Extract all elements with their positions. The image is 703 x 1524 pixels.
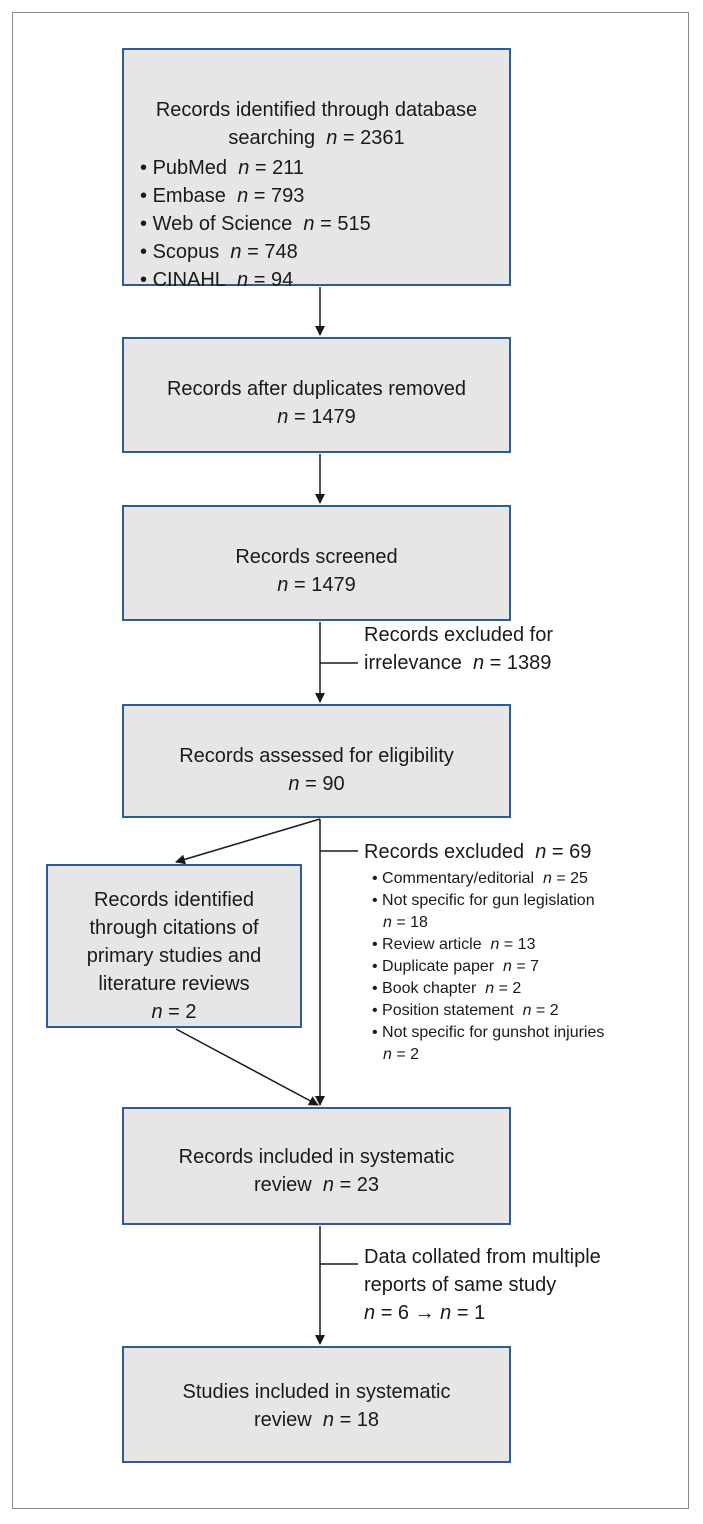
note-data-collated: Data collated from multiple reports of s…	[364, 1243, 601, 1327]
box-records-screened: Records screened n = 1479	[122, 505, 511, 621]
box4-line1: Records assessed for eligibility	[179, 745, 454, 767]
box5-line1: Records identified	[93, 889, 255, 911]
box7-line2: review n = 18	[253, 1409, 380, 1431]
database-item: PubMed n = 211	[140, 154, 371, 182]
box-included-review: Records included in systematic review n …	[122, 1107, 511, 1225]
exclusion-reason: Duplicate paper n = 7	[372, 956, 604, 978]
box2-count: n = 1479	[277, 406, 356, 428]
box-studies-included: Studies included in systematic review n …	[122, 1346, 511, 1463]
box5-line2: through citations of	[89, 917, 259, 939]
box3-line1: Records screened	[235, 546, 398, 568]
note3-count: n = 6 → n = 1	[364, 1302, 486, 1324]
box-assessed-eligibility: Records assessed for eligibility n = 90	[122, 704, 511, 818]
box-records-identified: Records identified through database sear…	[122, 48, 511, 291]
note-excluded-irrelevance: Records excluded for irrelevance n = 138…	[364, 621, 553, 677]
note-records-excluded: Records excluded n = 69 Commentary/edito…	[364, 838, 604, 1066]
database-list: PubMed n = 211 Embase n = 793 Web of Sci…	[140, 154, 371, 294]
box7-line1: Studies included in systematic	[182, 1381, 451, 1403]
exclusion-reason: Position statement n = 2	[372, 1000, 604, 1022]
box6-line2: review n = 23	[253, 1174, 380, 1196]
arrow-box5-to-box6	[175, 1028, 319, 1106]
note1-line1: Records excluded for	[364, 624, 553, 646]
box5-count: n = 2	[151, 1001, 197, 1023]
database-item: Web of Science n = 515	[140, 210, 371, 238]
note1-line2: irrelevance n = 1389	[364, 652, 552, 674]
box2-line1: Records after duplicates removed	[166, 378, 467, 400]
box1-title-line1: Records identified through database	[155, 99, 478, 121]
database-item: Scopus n = 748	[140, 238, 371, 266]
arrow-box4-to-box5	[175, 818, 321, 865]
box3-count: n = 1479	[277, 574, 356, 596]
note3-line1: Data collated from multiple	[364, 1246, 601, 1268]
exclusion-reasons-list: Commentary/editorial n = 25 Not specific…	[372, 868, 604, 1066]
box6-line1: Records included in systematic	[178, 1146, 455, 1168]
box-identified-citations: Records identified through citations of …	[46, 864, 302, 1028]
note3-line2: reports of same study	[364, 1274, 557, 1296]
box5-line4: literature reviews	[98, 973, 250, 995]
exclusion-reason: Book chapter n = 2	[372, 978, 604, 1000]
database-item: Embase n = 793	[140, 182, 371, 210]
note2-title: Records excluded n = 69	[364, 841, 592, 863]
database-item: CINAHL n = 94	[140, 266, 371, 294]
box1-title-line2: searching n = 2361	[228, 127, 405, 149]
exclusion-reason: Review article n = 13	[372, 934, 604, 956]
box-after-duplicates: Records after duplicates removed n = 147…	[122, 337, 511, 453]
box5-line3: primary studies and	[86, 945, 262, 967]
figure-frame	[12, 12, 689, 1509]
exclusion-reason: Commentary/editorial n = 25	[372, 868, 604, 890]
box4-count: n = 90	[288, 773, 345, 795]
